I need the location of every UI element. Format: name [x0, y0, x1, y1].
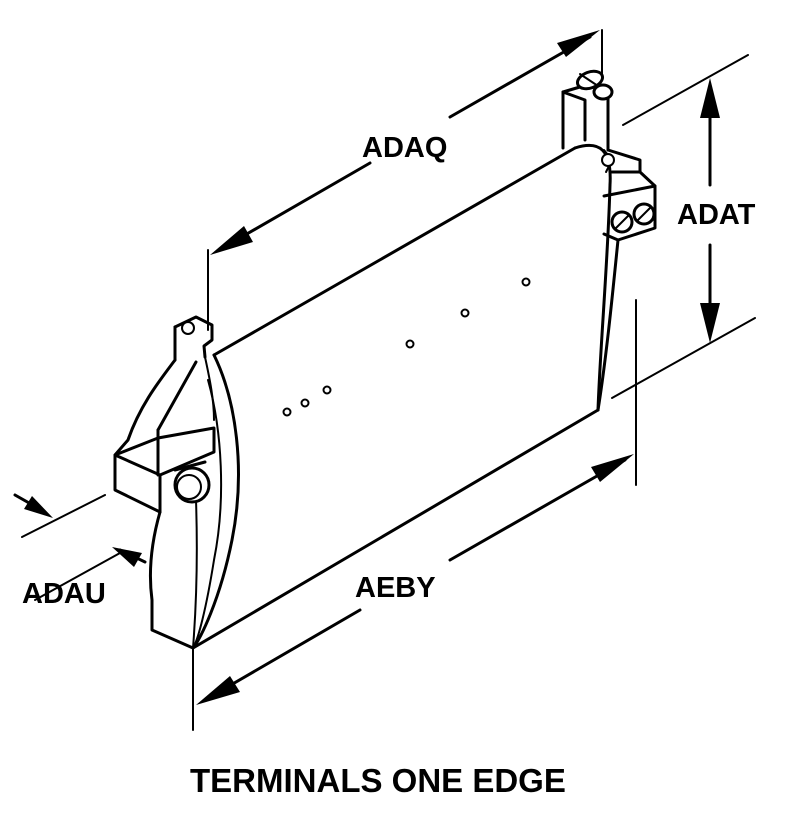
label-adat: ADAT: [677, 199, 756, 231]
adau-arrowhead-upper: [24, 496, 53, 518]
adat-arrowhead-top: [700, 78, 720, 118]
dimension-adat: [611, 54, 756, 399]
aeby-arrowhead-right: [591, 454, 634, 482]
label-adaq: ADAQ: [362, 132, 447, 164]
panel-body: [191, 143, 620, 650]
panel-holes: [282, 277, 531, 417]
caption: TERMINALS ONE EDGE: [190, 762, 566, 799]
dimension-aeby: [192, 299, 637, 731]
adat-arrowhead-bottom: [700, 303, 720, 343]
adaq-arrowhead-left: [210, 226, 253, 255]
dimension-adaq: [207, 29, 603, 331]
label-adau: ADAU: [22, 578, 106, 610]
adaq-arrowhead-right: [557, 30, 600, 57]
adau-arrowhead-lower: [112, 547, 142, 567]
aeby-arrowhead-left: [196, 676, 240, 705]
dimension-adau: [13, 493, 147, 601]
label-aeby: AEBY: [355, 572, 436, 604]
left-bracket: [113, 315, 216, 650]
